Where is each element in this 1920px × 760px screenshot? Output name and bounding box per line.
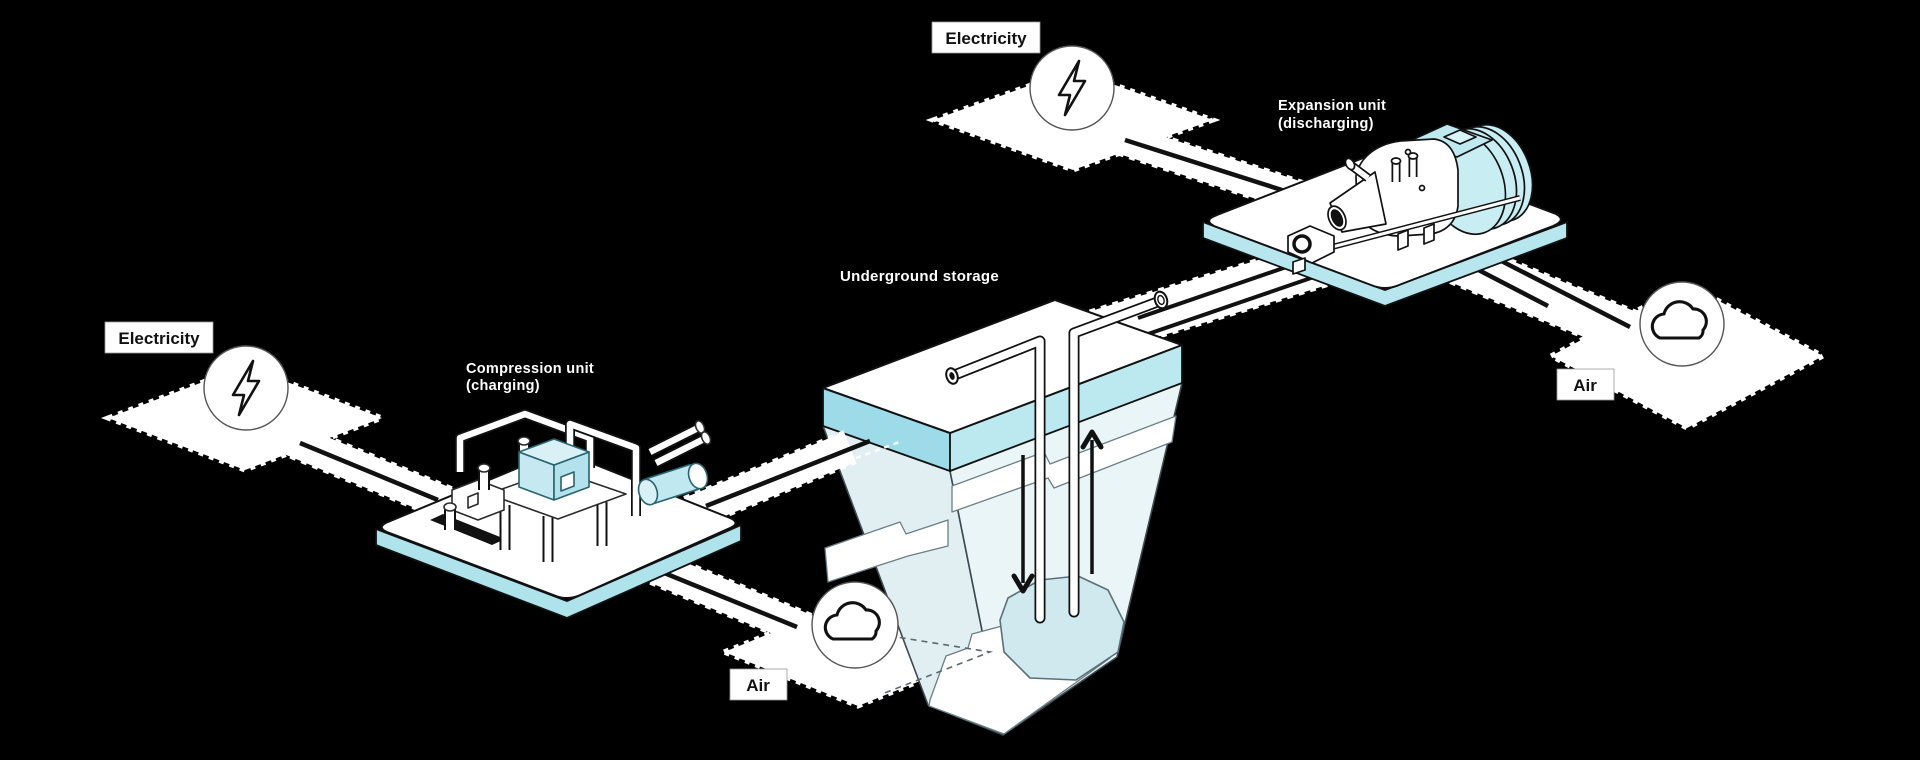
air-down-arrow (1011, 455, 1035, 594)
air-up-arrow (1080, 429, 1104, 574)
injection-well-pipe (945, 335, 1046, 624)
platform-edge (1202, 221, 1568, 307)
line-compression-to-storage (683, 430, 903, 530)
lightning-bolt-icon (231, 359, 261, 417)
expansion-unit-label: Expansion unit (discharging) (1278, 98, 1386, 132)
machine-skid-rail (1312, 195, 1521, 255)
line-air-to-compression (638, 546, 822, 651)
underground-storage-label: Underground storage (840, 268, 999, 285)
electricity-label-left: Electricity (104, 321, 214, 354)
compression-unit-label: Compression unit (charging) (466, 361, 594, 394)
pipe-loop-back (455, 409, 595, 472)
production-well-pipe (1068, 290, 1169, 618)
svg-text:Expansion unit: Expansion unit (1278, 98, 1386, 114)
stratum-band-left (824, 519, 949, 583)
air-tile-bottom-hidden-outline (877, 633, 994, 695)
compressor-cube (518, 438, 590, 501)
air-icon-bottom (811, 581, 899, 669)
stratum-band-right (951, 415, 1177, 513)
underground-storage-block (822, 299, 1183, 736)
turbine-top-pipes (1344, 152, 1419, 182)
electricity-icon-left (203, 345, 289, 431)
svg-text:Electricity: Electricity (945, 29, 1027, 48)
lightning-bolt-icon (1057, 59, 1087, 117)
storage-slab-top-face (822, 299, 1183, 434)
expansion-turbine-machine (1287, 123, 1534, 275)
svg-text:Air: Air (1573, 376, 1597, 395)
svg-text:Air: Air (746, 676, 770, 695)
air-icon-right (1639, 281, 1725, 367)
compressor-cylinder (637, 462, 709, 506)
compressor-outlet-pipes (647, 420, 712, 468)
line-electricity-to-compression (278, 420, 462, 524)
turbine-inlet-opening (1330, 209, 1344, 227)
cloud-icon (823, 601, 881, 641)
electricity-label-top: Electricity (931, 21, 1041, 54)
svg-text:(charging): (charging) (466, 378, 540, 394)
line-electricity-to-expansion (1094, 115, 1316, 217)
compression-machine (430, 409, 712, 562)
svg-text:Compression unit: Compression unit (466, 361, 594, 377)
svg-text:(discharging): (discharging) (1278, 116, 1374, 132)
line-expansion-to-air (1449, 240, 1657, 362)
svg-text:Underground storage: Underground storage (840, 268, 999, 285)
platform-edge (375, 524, 742, 619)
storage-cavern (999, 575, 1125, 681)
air-label-right: Air (1556, 368, 1615, 401)
svg-text:Electricity: Electricity (118, 329, 200, 348)
electricity-icon-top (1029, 45, 1115, 131)
air-label-bottom: Air (729, 668, 788, 701)
cloud-icon (1650, 300, 1708, 340)
